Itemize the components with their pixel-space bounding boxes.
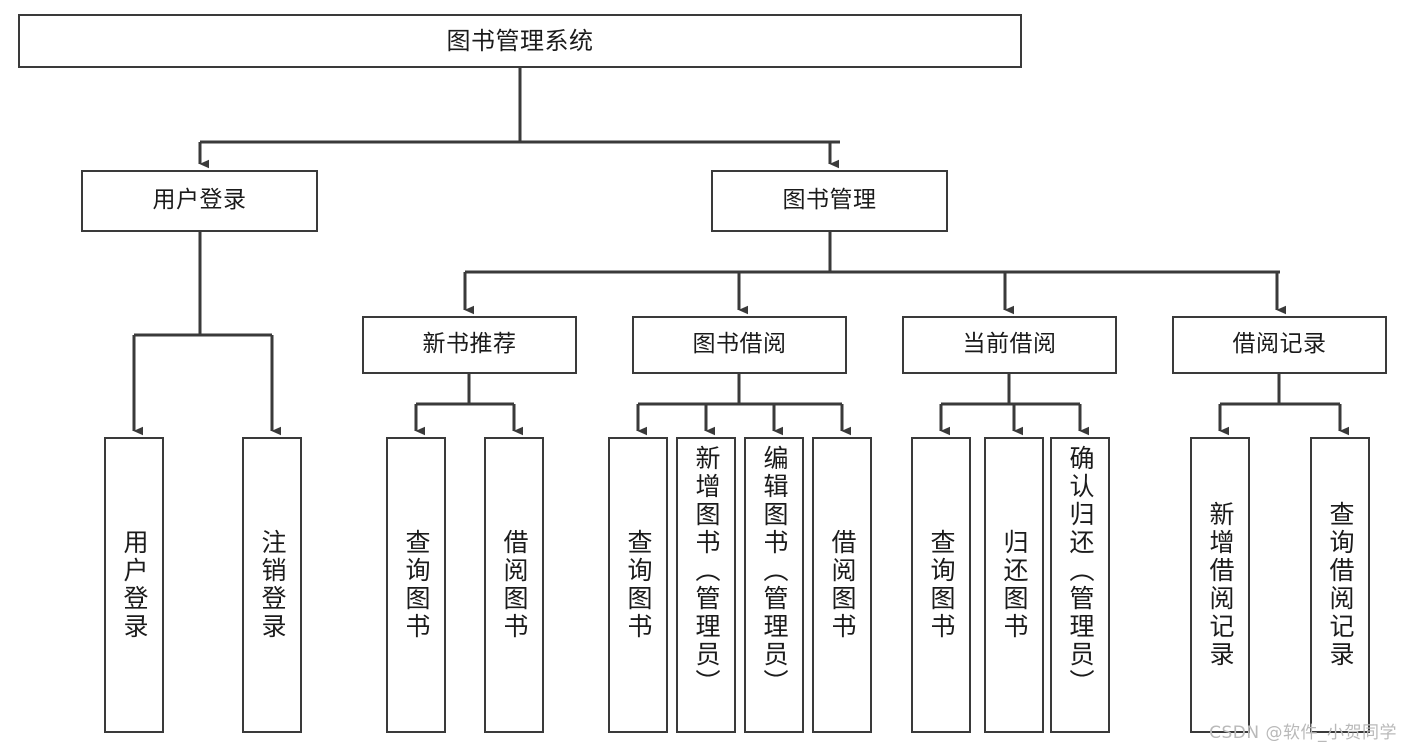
leaf-user-logout-label: 注销登录	[258, 529, 287, 641]
leaf-newbook-borrow-book-label: 借阅图书	[500, 529, 529, 641]
leaf-current-return-book-label: 归还图书	[1000, 529, 1029, 641]
leaf-user-login-label: 用户登录	[120, 529, 149, 641]
leaf-newbook-query-book-label: 查询图书	[402, 529, 431, 641]
leaf-records-query-record-label: 查询借阅记录	[1326, 501, 1355, 669]
node-book-borrow[interactable]: 图书借阅	[632, 316, 847, 374]
leaf-current-return-book[interactable]: 归还图书	[984, 437, 1044, 733]
leaf-borrow-query-book-label: 查询图书	[624, 529, 653, 641]
leaf-records-query-record[interactable]: 查询借阅记录	[1310, 437, 1370, 733]
leaf-current-confirm-return-admin[interactable]: 确认归还（管理员）	[1050, 437, 1110, 733]
node-user-login[interactable]: 用户登录	[81, 170, 318, 232]
leaf-current-confirm-return-admin-label: 确认归还（管理员）	[1066, 445, 1095, 697]
leaf-borrow-query-book[interactable]: 查询图书	[608, 437, 668, 733]
watermark: CSDN @软件_小贺同学	[1209, 723, 1397, 743]
leaf-records-add-record[interactable]: 新增借阅记录	[1190, 437, 1250, 733]
leaf-borrow-add-book-admin-label: 新增图书（管理员）	[692, 445, 721, 697]
leaf-records-add-record-label: 新增借阅记录	[1206, 501, 1235, 669]
leaf-borrow-borrow-book[interactable]: 借阅图书	[812, 437, 872, 733]
node-root[interactable]: 图书管理系统	[18, 14, 1022, 68]
node-new-book-recommend-label: 新书推荐	[422, 331, 517, 358]
node-user-login-label: 用户登录	[152, 187, 247, 214]
leaf-current-query-book-label: 查询图书	[927, 529, 956, 641]
leaf-borrow-borrow-book-label: 借阅图书	[828, 529, 857, 641]
node-borrow-records-label: 借阅记录	[1232, 331, 1327, 358]
leaf-current-query-book[interactable]: 查询图书	[911, 437, 971, 733]
leaf-user-login[interactable]: 用户登录	[104, 437, 164, 733]
leaf-borrow-add-book-admin[interactable]: 新增图书（管理员）	[676, 437, 736, 733]
node-borrow-records[interactable]: 借阅记录	[1172, 316, 1387, 374]
leaf-borrow-edit-book-admin[interactable]: 编辑图书（管理员）	[744, 437, 804, 733]
node-current-borrow-label: 当前借阅	[962, 331, 1057, 358]
leaf-newbook-query-book[interactable]: 查询图书	[386, 437, 446, 733]
node-book-management-label: 图书管理	[782, 187, 877, 214]
leaf-newbook-borrow-book[interactable]: 借阅图书	[484, 437, 544, 733]
node-new-book-recommend[interactable]: 新书推荐	[362, 316, 577, 374]
leaf-user-logout[interactable]: 注销登录	[242, 437, 302, 733]
leaf-borrow-edit-book-admin-label: 编辑图书（管理员）	[760, 445, 789, 697]
node-root-label: 图书管理系统	[446, 26, 594, 55]
node-book-borrow-label: 图书借阅	[692, 331, 787, 358]
node-book-management[interactable]: 图书管理	[711, 170, 948, 232]
node-current-borrow[interactable]: 当前借阅	[902, 316, 1117, 374]
